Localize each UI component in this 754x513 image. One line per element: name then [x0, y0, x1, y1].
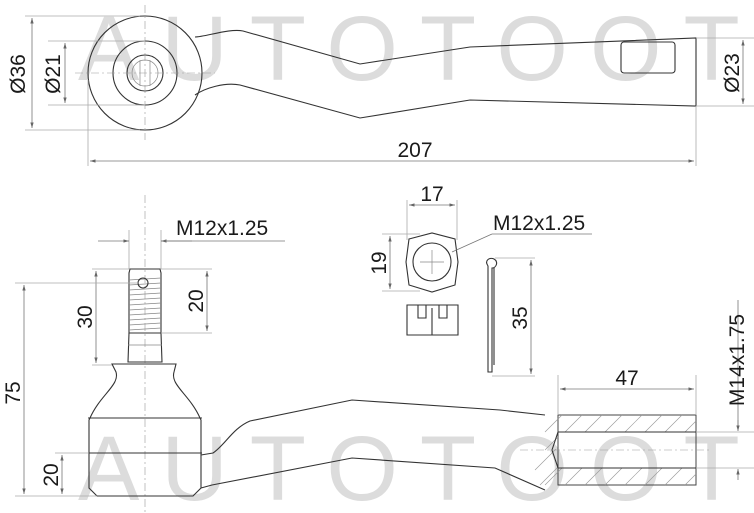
dim-pin-length: 35 — [509, 306, 532, 329]
dim-overall-length: 207 — [397, 139, 432, 162]
dim-outer-diameter: Ø36 — [7, 54, 30, 94]
cotter-pin-outline — [486, 257, 498, 373]
dim-thread-length: 20 — [185, 289, 208, 312]
dim-internal-thread: M14x1.75 — [726, 314, 749, 406]
dim-stud-thread: M12x1.25 — [176, 217, 268, 240]
nut-hex-outline — [405, 232, 459, 293]
stud-neck — [127, 332, 163, 363]
section-hatching — [534, 414, 697, 486]
dim-thread-depth: 47 — [615, 367, 638, 390]
dim-nut-height: 19 — [368, 251, 391, 274]
arm-lower — [200, 457, 546, 491]
dim-inner-diameter: Ø21 — [42, 54, 65, 94]
cotter-pin: 35 — [486, 257, 535, 377]
top-view: Ø36 Ø21 Ø23 207 — [7, 5, 754, 166]
ball-housing — [88, 363, 202, 497]
dim-total-height: 75 — [2, 381, 25, 404]
end-flat — [620, 41, 676, 74]
dim-shaft-diameter: Ø23 — [721, 53, 744, 93]
dim-stud-length: 30 — [74, 305, 97, 328]
nut-side-view — [406, 304, 459, 336]
watermark-bottom: AUTOTOOT — [78, 418, 754, 513]
dim-nut-width: 17 — [420, 183, 443, 206]
dim-nut-thread: M12x1.25 — [493, 212, 585, 235]
side-view: M12x1.25 20 30 75 20 47 M14x1.75 — [2, 195, 754, 513]
watermark-top: AUTOTOOT — [78, 0, 754, 100]
castle-nut: 17 19 M12x1.25 — [368, 183, 592, 336]
arm-upper — [200, 399, 546, 456]
dim-base-height: 20 — [40, 463, 63, 486]
nut-bore — [412, 242, 452, 282]
arm-outline — [194, 29, 697, 119]
cotter-hole — [137, 277, 149, 289]
